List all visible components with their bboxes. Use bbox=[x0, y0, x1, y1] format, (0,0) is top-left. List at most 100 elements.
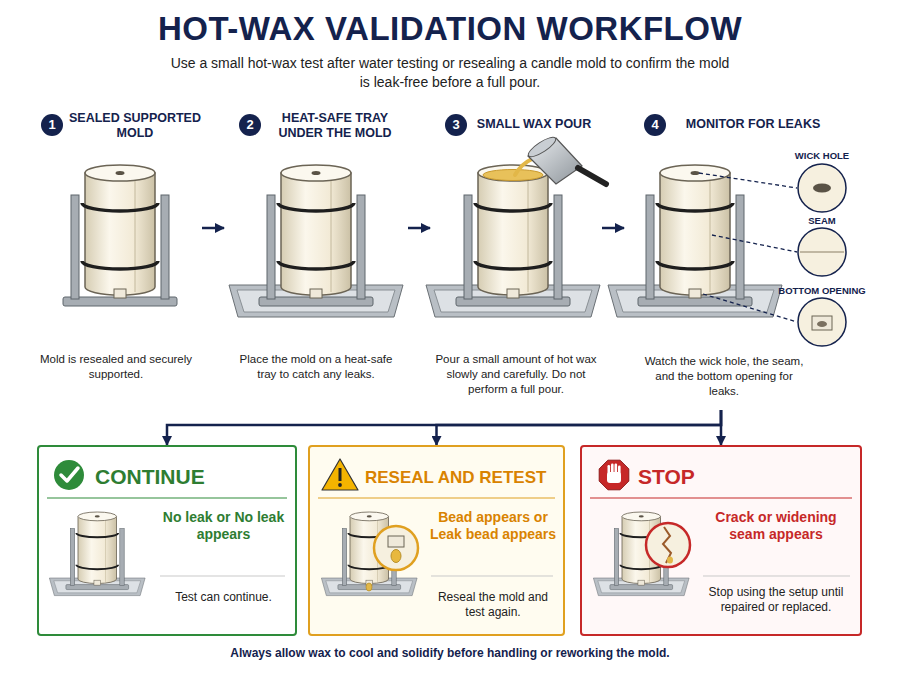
callout-leader bbox=[703, 294, 797, 322]
flow-arrow bbox=[720, 410, 723, 445]
divider-rule bbox=[703, 576, 850, 577]
outcome-box: STOP Crack or widening seam appearsStop u… bbox=[580, 445, 862, 636]
callout-circle bbox=[798, 298, 846, 346]
step-number: 4 bbox=[644, 117, 666, 133]
callout-circle bbox=[812, 316, 832, 330]
leak-bead bbox=[366, 526, 418, 591]
step1-illustration bbox=[82, 165, 158, 298]
continue-illustration bbox=[76, 512, 118, 585]
step-number: 2 bbox=[239, 117, 261, 133]
step-column: 3SMALL WAX POURPour a small amount of ho… bbox=[430, 108, 602, 410]
outcome-action: Test can continue. bbox=[156, 590, 291, 605]
outcome-background bbox=[37, 445, 297, 636]
outcome-title: STOP bbox=[638, 465, 838, 489]
callout-circle bbox=[813, 184, 831, 193]
stop-icon bbox=[608, 465, 611, 475]
step-column: 1 SEALED SUPPORTED MOLD Mold is resealed a… bbox=[30, 108, 202, 410]
step4-illustration bbox=[657, 165, 733, 298]
step-column: 2HEAT-SAFE TRAY UNDER THE MOLD Place the … bbox=[224, 108, 408, 410]
subtitle: Use a small hot-wax test after water tes… bbox=[165, 54, 735, 92]
step3-illustration bbox=[426, 165, 600, 317]
callout-leader bbox=[699, 173, 797, 188]
divider-rule bbox=[47, 498, 852, 576]
outcome-box: RESEAL AND RETEST Bead appears or Leak be… bbox=[308, 445, 565, 636]
divider-rule bbox=[318, 497, 555, 498]
divider-rule bbox=[431, 576, 553, 577]
callout-circle bbox=[798, 228, 846, 276]
stop-icon bbox=[618, 466, 621, 475]
callout-circle bbox=[798, 164, 846, 212]
outcome-action: Stop using the setup until repaired or r… bbox=[700, 585, 852, 615]
crack-detail bbox=[667, 557, 673, 564]
title: HOT-WAX VALIDATION WORKFLOW bbox=[0, 10, 900, 48]
warning-icon bbox=[338, 483, 342, 487]
step-number: 3 bbox=[445, 117, 467, 133]
leak-bead bbox=[374, 526, 418, 570]
callout-label: BOTTOM OPENING bbox=[762, 285, 882, 296]
outcome-background bbox=[580, 445, 862, 636]
pouring-pot bbox=[578, 168, 606, 184]
leak-bead bbox=[391, 550, 401, 563]
step-description: Pour a small amount of hot wax slowly an… bbox=[432, 352, 600, 397]
flow-arrow bbox=[437, 410, 722, 445]
outcome-condition: Bead appears or Leak bead appears bbox=[427, 509, 559, 543]
outcome-title: RESEAL AND RETEST bbox=[365, 466, 563, 490]
outcome-box: CONTINUENo leak or No leak appearsTest c… bbox=[37, 445, 297, 636]
outcome-action: Reseal the mold and test again. bbox=[427, 590, 559, 620]
stop-icon bbox=[599, 460, 629, 490]
divider-rule bbox=[590, 497, 852, 498]
flow-arrow bbox=[167, 410, 721, 445]
warning-icon bbox=[339, 468, 342, 481]
callout-leader bbox=[699, 173, 797, 322]
step3-illustration bbox=[475, 165, 551, 298]
outcome-condition: No leak or No leak appears bbox=[156, 509, 291, 543]
step-column: 4MONITOR FOR LEAKS Watch the wick hole, t… bbox=[624, 108, 880, 410]
leak-bead bbox=[366, 583, 372, 591]
stop-icon bbox=[599, 460, 629, 490]
step-description: Mold is resealed and securely supported. bbox=[30, 352, 202, 382]
step-number-circle bbox=[445, 114, 467, 136]
step-number: 1 bbox=[41, 117, 63, 133]
callout-circle bbox=[800, 251, 844, 252]
callout-label: WICK HOLE bbox=[767, 150, 877, 161]
flow-arrow bbox=[602, 227, 624, 230]
step-heading: MONITOR FOR LEAKS bbox=[668, 117, 838, 132]
reseal-illustration bbox=[321, 512, 417, 596]
step2-illustration bbox=[229, 165, 403, 317]
warning-icon bbox=[322, 459, 358, 490]
flow-arrow bbox=[202, 227, 224, 230]
outcome-condition: Crack or widening seam appears bbox=[700, 509, 852, 543]
warning-icon bbox=[322, 459, 358, 490]
step-heading: HEAT-SAFE TRAY UNDER THE MOLD bbox=[264, 111, 406, 141]
step2-illustration bbox=[278, 165, 354, 298]
divider-rule bbox=[47, 497, 287, 498]
step-heading: SEALED SUPPORTED MOLD bbox=[68, 111, 202, 141]
step-number-circle bbox=[239, 114, 261, 136]
callout-circle bbox=[798, 164, 846, 346]
step-description: Place the mold on a heat-safe tray to ca… bbox=[231, 352, 401, 382]
check-icon bbox=[54, 460, 84, 490]
stop-icon bbox=[611, 464, 614, 475]
step-number-circle bbox=[41, 114, 63, 136]
callout-circle bbox=[817, 321, 827, 327]
step-number-circle bbox=[644, 114, 666, 136]
pouring-pot bbox=[515, 159, 532, 175]
callout-leader bbox=[712, 235, 797, 252]
stop-icon bbox=[615, 464, 618, 475]
step1-illustration bbox=[63, 165, 177, 306]
outcome-background bbox=[37, 445, 862, 636]
stop-illustration bbox=[593, 512, 689, 596]
step-description: Watch the wick hole, the seam, and the b… bbox=[644, 354, 804, 399]
divider-rule bbox=[160, 576, 285, 577]
flow-arrow bbox=[408, 227, 430, 230]
callout-label: SEAM bbox=[767, 215, 877, 226]
pouring-pot bbox=[515, 134, 606, 184]
leak-bead bbox=[388, 536, 404, 547]
outcome-background bbox=[308, 445, 565, 636]
continue-illustration bbox=[49, 512, 145, 596]
crack-detail bbox=[646, 523, 690, 567]
crack-detail bbox=[646, 523, 690, 567]
